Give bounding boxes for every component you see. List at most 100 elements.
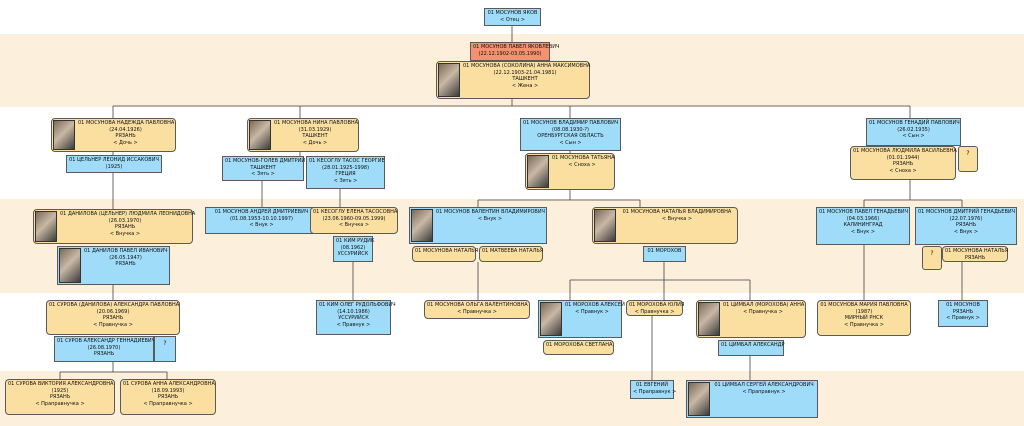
person-node[interactable]: 01 СУРОВ АЛЕКСАНДР ГЕННАДИЕВИЧ(26.08.197… [54,336,155,362]
unknown-person-node[interactable]: ? [154,336,176,362]
relation-label: < Зять > [251,171,275,177]
person-node[interactable]: 01 СУРОВА (ДАНИЛОВА) АЛЕКСАНДРА ПАВЛОВНА… [46,300,180,335]
person-name: 01 КЕСОГЛУ ТАСОС ГЕОРГИЕ [309,158,385,164]
person-name: 01 МОСУНОВ ПАВЕЛ ГЕНАДЬЕВИЧ [819,209,909,215]
person-place: РЯЗАНЬ [114,224,136,230]
person-name: 01 ЦИМБАЛ СЕРГЕЙ АЛЕКСАНДРОВИЧ [714,382,814,388]
person-node[interactable]: 01 ЕВГЕНИЙ< Праправнук > [630,380,677,399]
person-name: 01 МОСУНОВ ГЕНАДИЙ ПАВЛОВИЧ [869,120,960,126]
person-node[interactable]: 01 МОРОХОВА СВЕТЛАНА [543,340,614,355]
person-photo [527,155,549,188]
relation-label: < Правнук > [946,315,980,321]
person-name: 01 КЕСОГЛУ ЕЛЕНА ТАСОСОВНА [313,209,398,215]
relation-label: < Правнучка > [93,321,133,328]
person-node[interactable]: 01 МОРОХОВ [643,246,686,262]
person-node[interactable]: 01 МОСУНОВА ОЛЬГА ВАЛЕНТИНОВНА< Правнучк… [424,300,530,319]
person-name: 01 ЕВГЕНИЙ [636,382,668,388]
person-node[interactable]: 01 ЦЕЛЬНЕР ЛЕОНИД ИССАКОВИЧ(1925) [66,155,162,173]
person-node[interactable]: 01 МОСУНОВА ЛЮДМИЛА ВАСИЛЬЕВНА(01.01.194… [850,146,957,180]
person-name: 01 МОСУНОВ ДМИТРИЙ ГЕНАДЬЕВИЧ [918,209,1016,215]
person-node[interactable]: 01 ЦИМБАЛ (МОРОХОВА) АННА< Правнучка > [696,300,806,338]
person-photo [249,120,271,150]
person-place: РЯЗАНЬ [102,315,124,321]
person-name: 01 КИМ РУДИК [336,238,375,244]
person-node[interactable]: 01 МОСУНОВ ВАЛЕНТИН ВЛАДИМИРОВИЧ< Внук > [409,207,547,244]
person-dates: (24.04.1926) [109,126,142,133]
person-place: РЯЗАНЬ [157,394,179,400]
person-node-selected[interactable]: 01 МОСУНОВ ПАВЕЛ ЯКОВЛЕВИЧ(22.12.1902-03… [470,42,559,61]
person-node[interactable]: 01 МОСУНОВА НАТАЛЬЯ [412,246,479,262]
person-node[interactable]: 01 МОСУНОВ АНДРЕЙ ДМИТРИЕВИЧ(01.08.1953-… [205,207,318,234]
person-dates: (22.12.1902-03.05.1990) [478,50,542,57]
relation-label: < Праправнук > [742,388,786,395]
unknown-marker: ? [966,150,970,157]
person-node[interactable]: 01 МОСУНОВА МАРИЯ ПАВЛОВНА(1987)МИРНЫЙ Р… [817,300,911,336]
person-node[interactable]: 01 СУРОВА ВИКТОРИЯ АЛЕКСАНДРОВНА(1925)РЯ… [5,379,115,415]
person-name: 01 МОСУНОВ АНДРЕЙ ДМИТРИЕВИЧ [214,209,309,215]
person-place: УССУРИЙСК [338,315,369,321]
person-node[interactable]: 01 МОРОХОВА ЮЛИЯ< Правнучка > [626,300,685,316]
relation-label: < Праправнучка > [143,400,193,407]
person-node[interactable]: 01 ЦИМБАЛ АЛЕКСАНДР [718,340,785,356]
person-dates: (1987) [855,308,873,315]
person-dates: (1925) [105,163,123,170]
person-node[interactable]: 01 МОСУНОВ ГЕНАДИЙ ПАВЛОВИЧ(26.02.1935)<… [866,118,961,146]
unknown-person-node[interactable]: ? [922,246,942,270]
person-node[interactable]: 01 МОСУНОВА НАДЕЖДА ПАВЛОВНА(24.04.1926)… [51,118,176,152]
person-photo [594,209,616,242]
person-place: ОРЕНБУРГСКАЯ ОБЛАСТЬ [537,133,604,139]
relation-label: < Внук > [249,222,274,228]
person-name: 01 МОСУНОВ-ГОЛЕВ ДМИТРИЙ [225,158,306,164]
person-node[interactable]: 01 МОСУНОВА (СОКОЛИНА) АННА МАКСИМОВНА(2… [436,61,590,99]
person-name: 01 МОСУНОВА МАРИЯ ПАВЛОВНА [820,302,908,308]
person-node[interactable]: 01 ДАНИЛОВА (ЦЕЛЬНЕР) ЛЮДМИЛА ЛЕОНИДОВНА… [33,209,195,244]
person-name: 01 МОСУНОВА НАДЕЖДА ПАВЛОВНА [78,120,175,126]
person-node[interactable]: 01 ДАНИЛОВ ПАВЕЛ ИВАНОВИЧ(26.05.1947)РЯЗ… [57,246,170,285]
person-name: 01 МОРОХОВА ЮЛИЯ [629,302,685,308]
unknown-marker: ? [163,340,167,347]
person-name: 01 МОСУНОВА НАТАЛЬЯ [415,248,479,254]
person-node[interactable]: 01 КЕСОГЛУ ЕЛЕНА ТАСОСОВНА(23.06.1960-09… [310,207,398,234]
person-node[interactable]: 01 МОСУНОВА НАТАЛЬЯ ВЛАДИМИРОВНА< Внучка… [592,207,738,244]
person-node[interactable]: 01 ЦИМБАЛ СЕРГЕЙ АЛЕКСАНДРОВИЧ< Праправн… [686,380,818,418]
person-dates: (1925) [51,387,69,394]
person-node[interactable]: 01 СУРОВА АННА АЛЕКСАНДРОВНА(18.09.1993)… [120,379,216,415]
person-place: МИРНЫЙ РНСК [844,315,884,321]
person-node[interactable]: 01 МОСУНОВА НИНА ПАВЛОВНА(31.03.1929)ТАШ… [247,118,359,152]
person-name: 01 ЦИМБАЛ АЛЕКСАНДР [721,342,785,348]
person-name: 01 МОСУНОВА НАТАЛЬЯ ВЛАДИМИРОВНА [622,209,732,215]
person-node[interactable]: 01 МОСУНОВ ЯКОВ< Отец > [484,8,541,26]
relation-label: < Внучка > [109,230,141,237]
person-node[interactable]: 01 МОСУНОВ ПАВЕЛ ГЕНАДЬЕВИЧ(04.03.1966)К… [816,207,910,245]
relation-label: < Правнук > [336,321,371,328]
person-place: РЯЗАНЬ [964,254,986,261]
person-node[interactable]: 01 КИМ РУДИК(08.1962)УССУРИЙСК [333,236,375,262]
person-place: РЯЗАНЬ [952,308,974,315]
person-name: 01 КИМ ОЛЕГ РУДОЛЬФОВИЧ [319,302,396,308]
person-node[interactable]: 01 КЕСОГЛУ ТАСОС ГЕОРГИЕ(28.01.1925-1998… [306,156,385,189]
person-place: ТАШКЕНТ [250,164,276,171]
person-name: 01 МОСУНОВ ВЛАДИМИР ПАВЛОВИЧ [523,120,619,126]
unknown-person-node[interactable]: ? [958,146,978,172]
person-place: ТАШКЕНТ [512,76,538,82]
person-place: РЯЗАНЬ [49,394,71,400]
person-dates: (14.10.1986) [337,308,370,315]
person-node[interactable]: 01 МОРОХОВ АЛЕКСЕЙ< Правнук > [538,300,625,338]
person-node[interactable]: 01 МАТВЕЕВА НАТАЛЬЯ [479,246,543,262]
person-node[interactable]: 01 МОСУНОВ ВЛАДИМИР ПАВЛОВИЧ(08.08.1930-… [520,118,621,151]
person-dates: (22.12.1903-21.04.1981) [493,69,557,76]
person-node[interactable]: 01 МОСУНОВ ДМИТРИЙ ГЕНАДЬЕВИЧ(22.07.1976… [915,207,1017,245]
relation-label: < Внук > [850,228,876,235]
person-node[interactable]: 01 МОСУНОВА ТАТЬЯНА< Сноха > [525,153,615,190]
person-photo [411,209,433,242]
relation-label: < Праправнук > [633,388,677,395]
person-dates: (28.01.1925-1998) [321,164,370,171]
relation-label: < Зять > [333,177,358,184]
person-name: 01 СУРОВА (ДАНИЛОВА) АЛЕКСАНДРА ПАВЛОВНА [49,302,180,308]
person-name: 01 МОСУНОВА НАТАЛЬЯ [945,248,1009,254]
person-node[interactable]: 01 КИМ ОЛЕГ РУДОЛЬФОВИЧ(14.10.1986)УССУР… [316,300,396,335]
relation-label: < Сноха > [568,161,596,168]
